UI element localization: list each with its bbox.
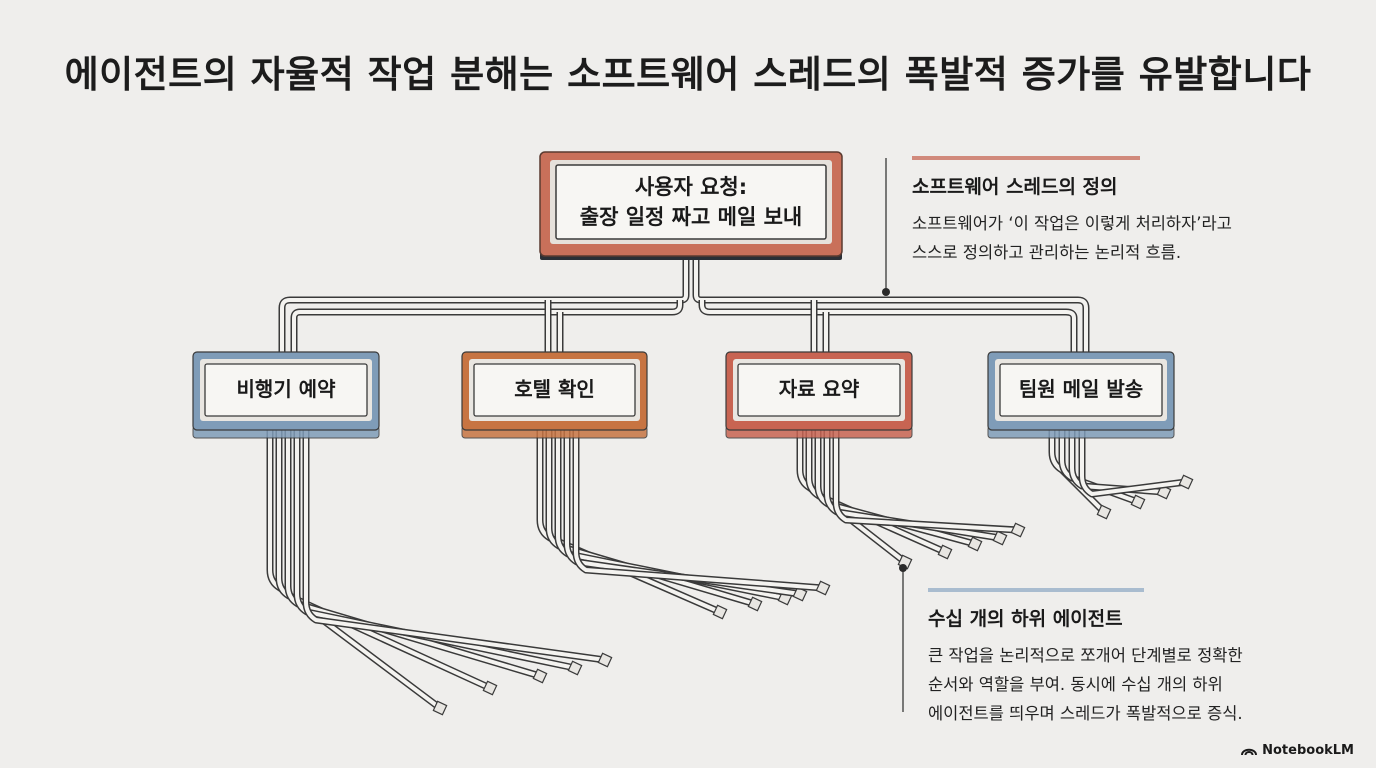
thread-definition-accent bbox=[912, 156, 1140, 160]
branch-end-cap-1-4 bbox=[815, 580, 831, 596]
sub-agents-note: 수십 개의 하위 에이전트 큰 작업을 논리적으로 쪼개어 단계별로 정확한 순… bbox=[928, 588, 1308, 728]
trunk-left-pipe bbox=[278, 258, 690, 355]
thread-definition-body: 소프트웨어가 ‘이 작업은 이렇게 처리하자’라고 스스로 정의하고 관리하는 … bbox=[912, 214, 1232, 262]
thread-definition-title: 소프트웨어 스레드의 정의 bbox=[912, 176, 1118, 198]
sub-agents-leader-dot bbox=[899, 564, 907, 572]
brand-name: NotebookLM bbox=[1262, 743, 1354, 758]
branch-end-cap-3-1 bbox=[1130, 494, 1146, 510]
branch-end-cap-1-1 bbox=[747, 596, 763, 612]
branch-pipe-0-2 bbox=[284, 430, 541, 680]
notebooklm-logo-icon bbox=[1241, 748, 1258, 756]
task-node: 팀원 메일 발송 bbox=[987, 351, 1175, 439]
sub-agents-accent bbox=[928, 588, 1144, 592]
trunk-left-inner-pipe bbox=[290, 300, 684, 355]
trunk-right-inner-pipe bbox=[698, 300, 1078, 355]
branch-end-cap-0-2 bbox=[532, 668, 548, 684]
task-nodes: 비행기 예약 호텔 확인 자료 요약 팀원 메일 발송 bbox=[192, 351, 1175, 439]
branch-end-cap-0-3 bbox=[567, 660, 583, 676]
branch-end-cap-0-4 bbox=[597, 652, 613, 668]
branch-pipe-2-4 bbox=[832, 430, 1019, 534]
branch-end-cap-1-0 bbox=[712, 604, 728, 620]
branch-pipe-0-4 bbox=[302, 430, 606, 664]
branch-end-cap-2-1 bbox=[937, 544, 953, 560]
root-label-line1: 사용자 요청: bbox=[635, 175, 747, 199]
branch-pipe-3-3 bbox=[1078, 430, 1187, 498]
branch-end-cap-2-2 bbox=[967, 536, 983, 552]
task-node: 자료 요약 bbox=[725, 351, 913, 439]
sub-agents-title: 수십 개의 하위 에이전트 bbox=[928, 608, 1123, 630]
task-label: 팀원 메일 발송 bbox=[1019, 377, 1143, 401]
branch-pipe-1-4 bbox=[572, 430, 824, 592]
root-node: 사용자 요청: 출장 일정 짜고 메일 보내 bbox=[539, 151, 843, 260]
branch-end-cap-3-0 bbox=[1096, 504, 1112, 520]
brand-mark: NotebookLM bbox=[1241, 743, 1354, 758]
page-title: 에이전트의 자율적 작업 분해는 소프트웨어 스레드의 폭발적 증가를 유발합니… bbox=[64, 53, 1312, 96]
thread-definition-note: 소프트웨어 스레드의 정의 소프트웨어가 ‘이 작업은 이렇게 처리하자’라고 … bbox=[912, 156, 1292, 267]
branch-end-cap-0-0 bbox=[432, 700, 448, 716]
branch-end-cap-2-4 bbox=[1010, 522, 1026, 538]
branch-end-cap-3-3 bbox=[1178, 474, 1194, 490]
callout-leaders bbox=[882, 158, 907, 712]
sub-agents-body: 큰 작업을 논리적으로 쪼개어 단계별로 정확한 순서와 역할을 부여. 동시에… bbox=[928, 646, 1243, 723]
branch-end-cap-2-3 bbox=[992, 530, 1008, 546]
task-node: 비행기 예약 bbox=[192, 351, 380, 439]
task-label: 비행기 예약 bbox=[237, 377, 337, 401]
task-node: 호텔 확인 bbox=[461, 351, 648, 439]
thread-definition-leader-dot bbox=[882, 288, 890, 296]
trunk-right-pipe bbox=[692, 258, 1090, 355]
root-label-line2: 출장 일정 짜고 메일 보내 bbox=[580, 205, 802, 229]
task-label: 호텔 확인 bbox=[514, 377, 595, 401]
pipe-network bbox=[266, 258, 1194, 716]
task-label: 자료 요약 bbox=[779, 377, 860, 401]
branch-end-cap-0-1 bbox=[482, 680, 498, 696]
